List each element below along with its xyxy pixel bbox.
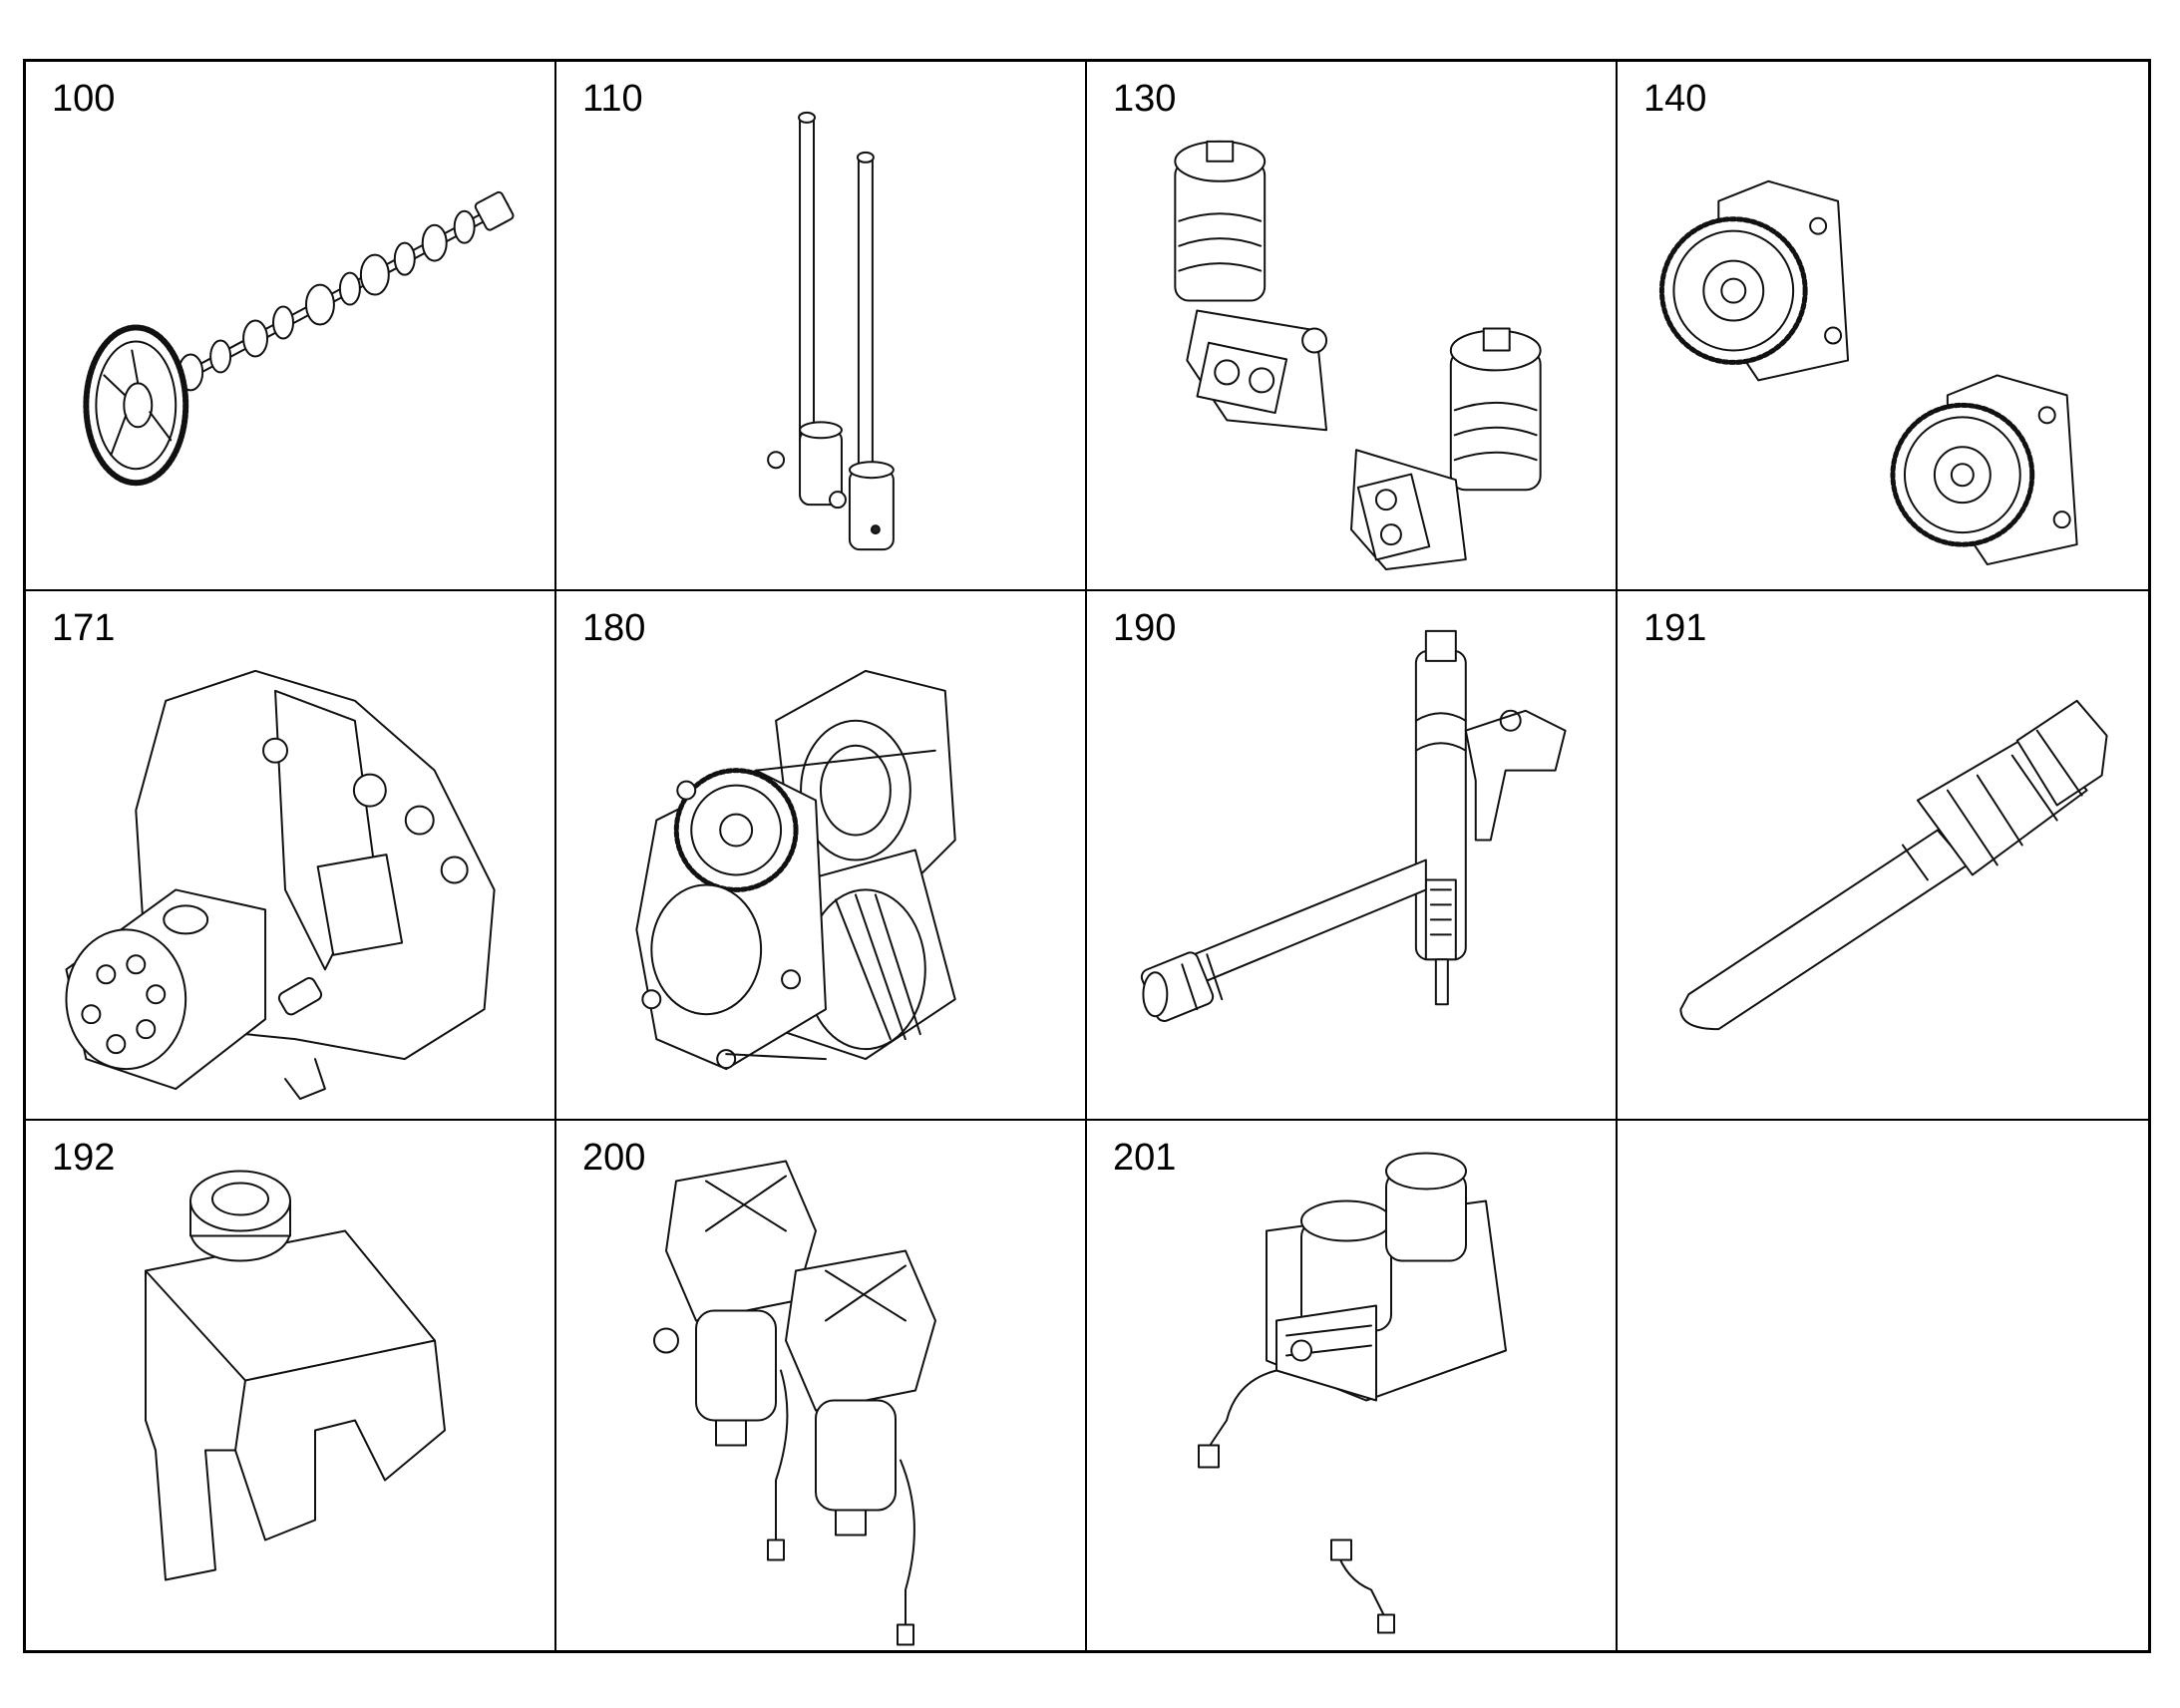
high-pressure-pump-icon: [26, 591, 554, 1119]
part-cell-130[interactable]: 130: [1087, 62, 1618, 591]
fuel-filter-module-icon: [1087, 1121, 1616, 1650]
part-cell-201[interactable]: 201: [1087, 1121, 1618, 1650]
camshaft-icon: [26, 62, 554, 589]
part-cell-110[interactable]: 110: [556, 62, 1087, 591]
part-cell-200[interactable]: 200: [556, 1121, 1087, 1650]
part-number: 130: [1113, 78, 1177, 120]
part-number: 200: [582, 1137, 646, 1179]
part-cell-140[interactable]: 140: [1618, 62, 2148, 591]
part-cell-190[interactable]: 190: [1087, 591, 1618, 1121]
part-number: 140: [1643, 78, 1707, 120]
parts-catalog-grid: 100: [23, 59, 2151, 1653]
fuel-prefilter-icon: [556, 1121, 1085, 1650]
part-number: 110: [582, 78, 643, 120]
part-cell-180[interactable]: 180: [556, 591, 1087, 1121]
filter-module-icon: [1087, 62, 1616, 589]
clamp-bracket-icon: [26, 1121, 554, 1650]
part-number: 192: [52, 1137, 116, 1179]
part-cell-192[interactable]: 192: [26, 1121, 556, 1650]
empty-cell: [1618, 1121, 2148, 1650]
part-cell-171[interactable]: 171: [26, 591, 556, 1121]
gear-pump-icon: [1618, 62, 2148, 589]
pushrod-pair-icon: [556, 62, 1085, 589]
part-number: 171: [52, 607, 116, 649]
part-cell-191[interactable]: 191: [1618, 591, 2148, 1121]
nozzle-sleeve-icon: [1618, 591, 2148, 1119]
part-number: 180: [582, 607, 646, 649]
injector-icon: [1087, 591, 1616, 1119]
part-number: 201: [1113, 1137, 1177, 1179]
part-cell-100[interactable]: 100: [26, 62, 556, 591]
part-number: 191: [1643, 607, 1707, 649]
part-number: 100: [52, 78, 116, 120]
gear-pump-assembly-icon: [556, 591, 1085, 1119]
part-number: 190: [1113, 607, 1177, 649]
